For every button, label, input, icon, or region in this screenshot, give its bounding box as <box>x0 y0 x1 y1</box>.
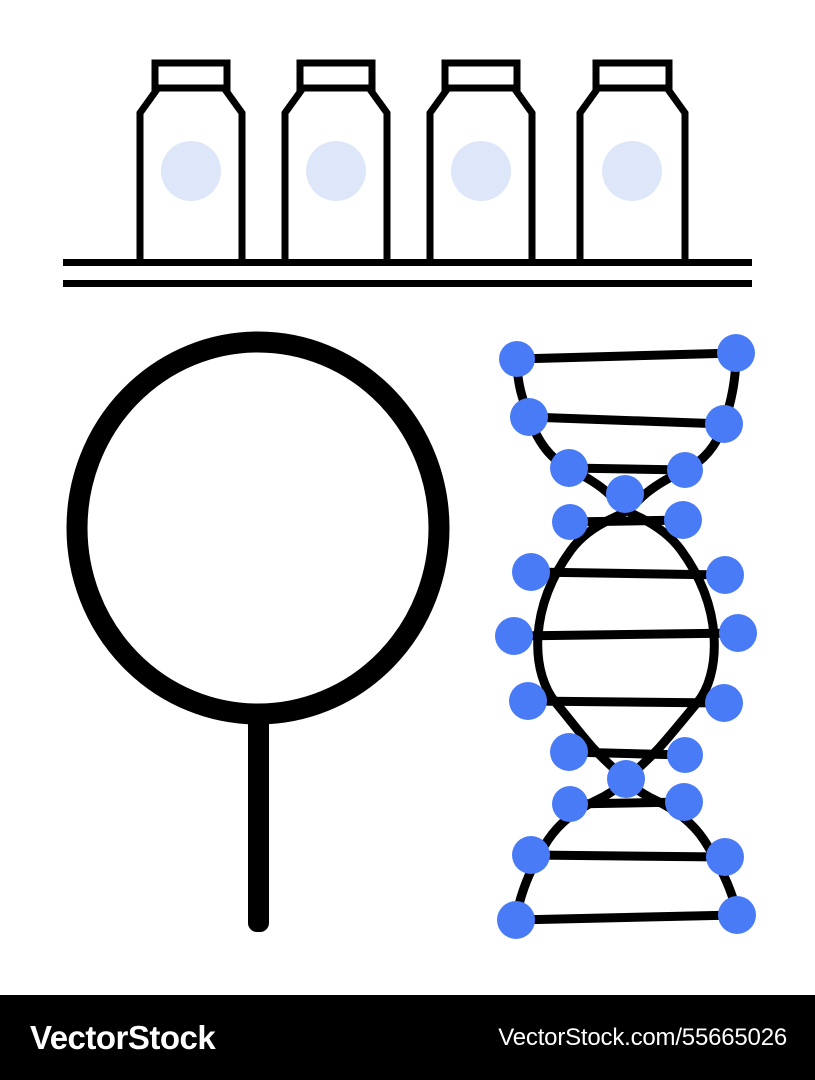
magnifier-lens-ring <box>66 331 450 725</box>
magnifying-glass-group <box>66 331 450 932</box>
dna-node <box>718 896 756 934</box>
dna-rung <box>524 412 729 429</box>
dna-rung <box>512 348 741 364</box>
dna-node <box>550 449 588 487</box>
watermark-footer: VectorStock VectorStock.com/55665026 <box>0 995 815 1080</box>
bottle-cap <box>592 59 673 92</box>
bottle-4 <box>576 59 689 262</box>
dna-node <box>495 617 533 655</box>
dna-node <box>512 836 550 874</box>
dna-node <box>667 737 703 773</box>
dna-node <box>510 398 548 436</box>
bottle-label-circle <box>602 141 662 201</box>
dna-rungs <box>509 348 743 925</box>
dna-node <box>706 838 744 876</box>
shelf-line-bottom <box>63 280 752 287</box>
bottle-shelf-group <box>63 59 752 287</box>
dna-node <box>499 341 535 377</box>
dna-node <box>705 405 743 443</box>
dna-nodes <box>495 334 757 939</box>
dna-rung <box>564 463 690 475</box>
dna-node <box>509 682 547 720</box>
dna-node <box>719 614 757 652</box>
dna-node <box>667 452 703 488</box>
dna-node <box>512 553 550 591</box>
bottle-cap <box>151 59 231 92</box>
bottle-3 <box>426 59 536 262</box>
dna-node <box>665 783 703 821</box>
dna-rung <box>511 910 742 925</box>
artboard <box>63 59 757 939</box>
dna-node <box>664 501 702 539</box>
dna-node <box>552 504 588 540</box>
bottle-label-circle <box>451 141 511 201</box>
bottle-label-circle <box>161 141 221 201</box>
dna-node-center <box>607 760 645 798</box>
vector-artwork <box>63 59 757 939</box>
vectorstock-url: VectorStock.com/55665026 <box>498 1023 787 1051</box>
dna-helix-group <box>495 334 757 939</box>
dna-node <box>705 684 743 722</box>
dna-node <box>552 786 588 822</box>
dna-node <box>706 556 744 594</box>
dna-rung <box>526 850 730 862</box>
vectorstock-brand-logo: VectorStock <box>30 1018 216 1056</box>
dna-node <box>717 334 755 372</box>
dna-node <box>550 733 588 771</box>
bottle-cap <box>441 59 521 92</box>
dna-rung <box>509 628 743 641</box>
bottle-2 <box>281 59 391 262</box>
dna-rung <box>564 747 690 760</box>
bottle-label-circle <box>306 141 366 201</box>
magnifier-handle <box>248 690 269 932</box>
dna-node-center <box>606 475 644 513</box>
shelf-line-top <box>63 259 752 266</box>
bottle-cap <box>296 59 376 92</box>
dna-node <box>497 901 535 939</box>
dna-rung <box>523 696 729 708</box>
bottle-1 <box>136 59 246 262</box>
